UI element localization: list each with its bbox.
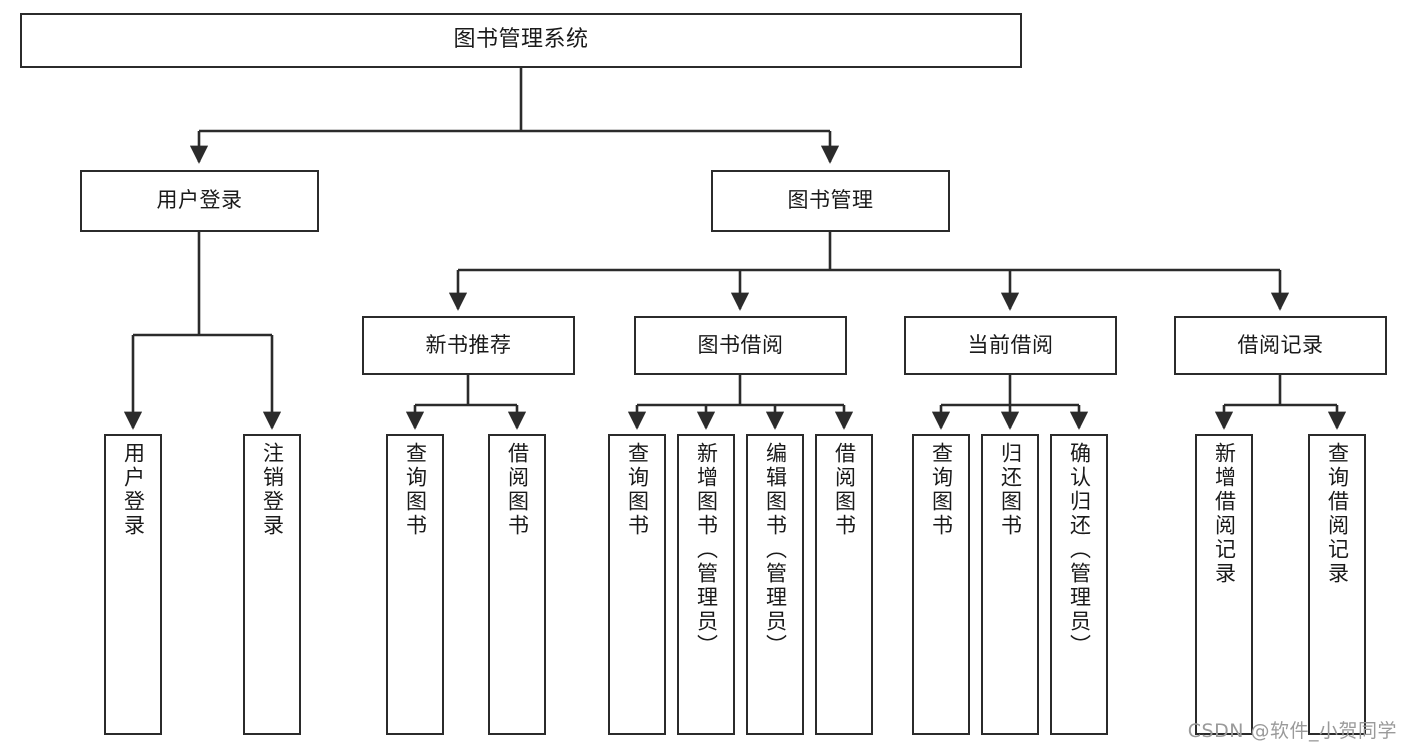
watermark-text: CSDN @软件_小贺同学 bbox=[1187, 720, 1397, 742]
node-label: 图书管理 bbox=[787, 188, 874, 213]
leaf-borrow-book-new[interactable]: 借阅图书 bbox=[488, 434, 546, 735]
node-label: 查询图书 bbox=[929, 442, 954, 538]
leaf-edit-book-admin[interactable]: 编辑图书（管理员） bbox=[746, 434, 804, 735]
leaf-query-book-current[interactable]: 查询图书 bbox=[912, 434, 970, 735]
node-borrow-record[interactable]: 借阅记录 bbox=[1174, 316, 1387, 375]
node-label: 注销登录 bbox=[260, 442, 285, 538]
node-label: 用户登录 bbox=[121, 442, 146, 538]
leaf-logout-login[interactable]: 注销登录 bbox=[243, 434, 301, 735]
node-user-login[interactable]: 用户登录 bbox=[80, 170, 319, 232]
node-label: 借阅图书 bbox=[832, 442, 857, 538]
leaf-confirm-return-admin[interactable]: 确认归还（管理员） bbox=[1050, 434, 1108, 735]
leaf-query-book-borrow[interactable]: 查询图书 bbox=[608, 434, 666, 735]
leaf-query-book-new[interactable]: 查询图书 bbox=[386, 434, 444, 735]
node-label: 借阅记录 bbox=[1237, 332, 1324, 357]
node-new-book-recommend[interactable]: 新书推荐 bbox=[362, 316, 575, 375]
node-label: 查询图书 bbox=[625, 442, 650, 538]
leaf-return-book[interactable]: 归还图书 bbox=[981, 434, 1039, 735]
node-label: 归还图书 bbox=[998, 442, 1023, 538]
node-label: 编辑图书（管理员） bbox=[763, 442, 788, 658]
node-label: 新增图书（管理员） bbox=[694, 442, 719, 658]
node-label: 新增借阅记录 bbox=[1212, 442, 1237, 586]
node-book-management[interactable]: 图书管理 bbox=[711, 170, 950, 232]
node-label: 查询借阅记录 bbox=[1325, 442, 1350, 586]
leaf-add-book-admin[interactable]: 新增图书（管理员） bbox=[677, 434, 735, 735]
leaf-query-borrow-record[interactable]: 查询借阅记录 bbox=[1308, 434, 1366, 735]
node-label: 图书管理系统 bbox=[453, 27, 589, 53]
node-current-borrow[interactable]: 当前借阅 bbox=[904, 316, 1117, 375]
node-label: 用户登录 bbox=[156, 188, 243, 213]
node-label: 借阅图书 bbox=[505, 442, 530, 538]
node-label: 查询图书 bbox=[403, 442, 428, 538]
node-label: 图书借阅 bbox=[697, 332, 784, 357]
leaf-borrow-book[interactable]: 借阅图书 bbox=[815, 434, 873, 735]
node-label: 确认归还（管理员） bbox=[1067, 442, 1092, 658]
node-book-borrow[interactable]: 图书借阅 bbox=[634, 316, 847, 375]
leaf-user-login[interactable]: 用户登录 bbox=[104, 434, 162, 735]
node-root-system[interactable]: 图书管理系统 bbox=[20, 13, 1022, 68]
leaf-add-borrow-record[interactable]: 新增借阅记录 bbox=[1195, 434, 1253, 735]
node-label: 当前借阅 bbox=[967, 332, 1054, 357]
node-label: 新书推荐 bbox=[425, 332, 512, 357]
